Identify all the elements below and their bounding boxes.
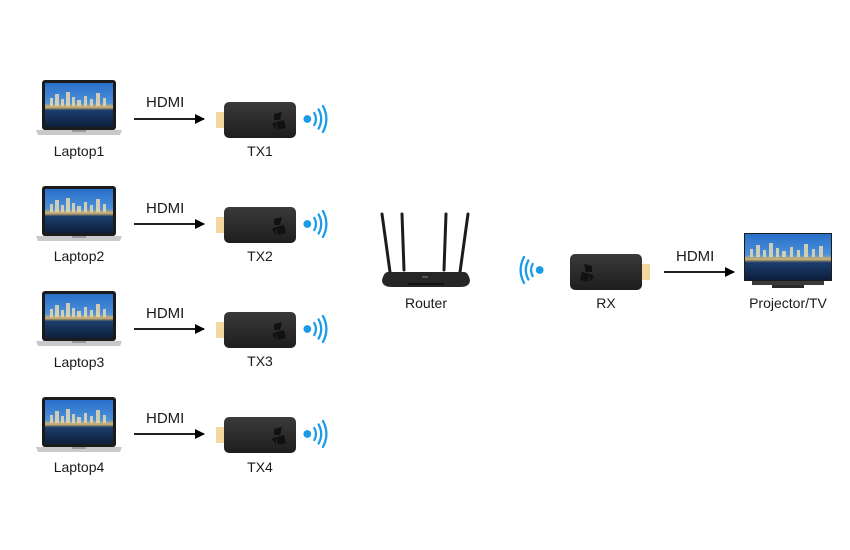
wifi-signal-icon xyxy=(303,103,329,135)
router-label: Router xyxy=(404,295,448,311)
arrow-icon xyxy=(134,114,205,124)
arrow-icon xyxy=(134,429,205,439)
laptop-icon xyxy=(36,186,122,242)
arrow-icon xyxy=(664,267,735,277)
laptop-icon xyxy=(36,80,122,136)
transmitter-label: TX1 xyxy=(247,143,273,159)
arrow-icon xyxy=(134,324,205,334)
laptop-icon xyxy=(36,291,122,347)
hdmi-label: HDMI xyxy=(146,200,185,217)
display-label: Projector/TV xyxy=(749,295,827,311)
laptop-label: Laptop2 xyxy=(53,248,105,264)
transmitter-label: TX3 xyxy=(247,353,273,369)
router-icon xyxy=(380,212,470,287)
hdmi-label: HDMI xyxy=(146,94,185,111)
transmitter-dongle-icon xyxy=(216,100,296,140)
laptop-icon xyxy=(36,397,122,453)
laptop-label: Laptop3 xyxy=(53,354,105,370)
transmitter-dongle-icon xyxy=(216,415,296,455)
receiver-label: RX xyxy=(596,295,616,311)
receiver-dongle-icon xyxy=(570,252,650,292)
hdmi-label: HDMI xyxy=(146,305,185,322)
hdmi-label: HDMI xyxy=(146,410,185,427)
tv-icon xyxy=(744,233,832,288)
transmitter-label: TX4 xyxy=(247,459,273,475)
transmitter-dongle-icon xyxy=(216,310,296,350)
transmitter-dongle-icon xyxy=(216,205,296,245)
wifi-signal-icon xyxy=(303,208,329,240)
arrow-icon xyxy=(134,219,205,229)
hdmi-label: HDMI xyxy=(676,248,715,265)
transmitter-label: TX2 xyxy=(247,248,273,264)
wifi-signal-icon xyxy=(303,313,329,345)
laptop-label: Laptop4 xyxy=(53,459,105,475)
wifi-signal-icon xyxy=(303,418,329,450)
laptop-label: Laptop1 xyxy=(53,143,105,159)
wifi-signal-icon xyxy=(518,254,544,286)
